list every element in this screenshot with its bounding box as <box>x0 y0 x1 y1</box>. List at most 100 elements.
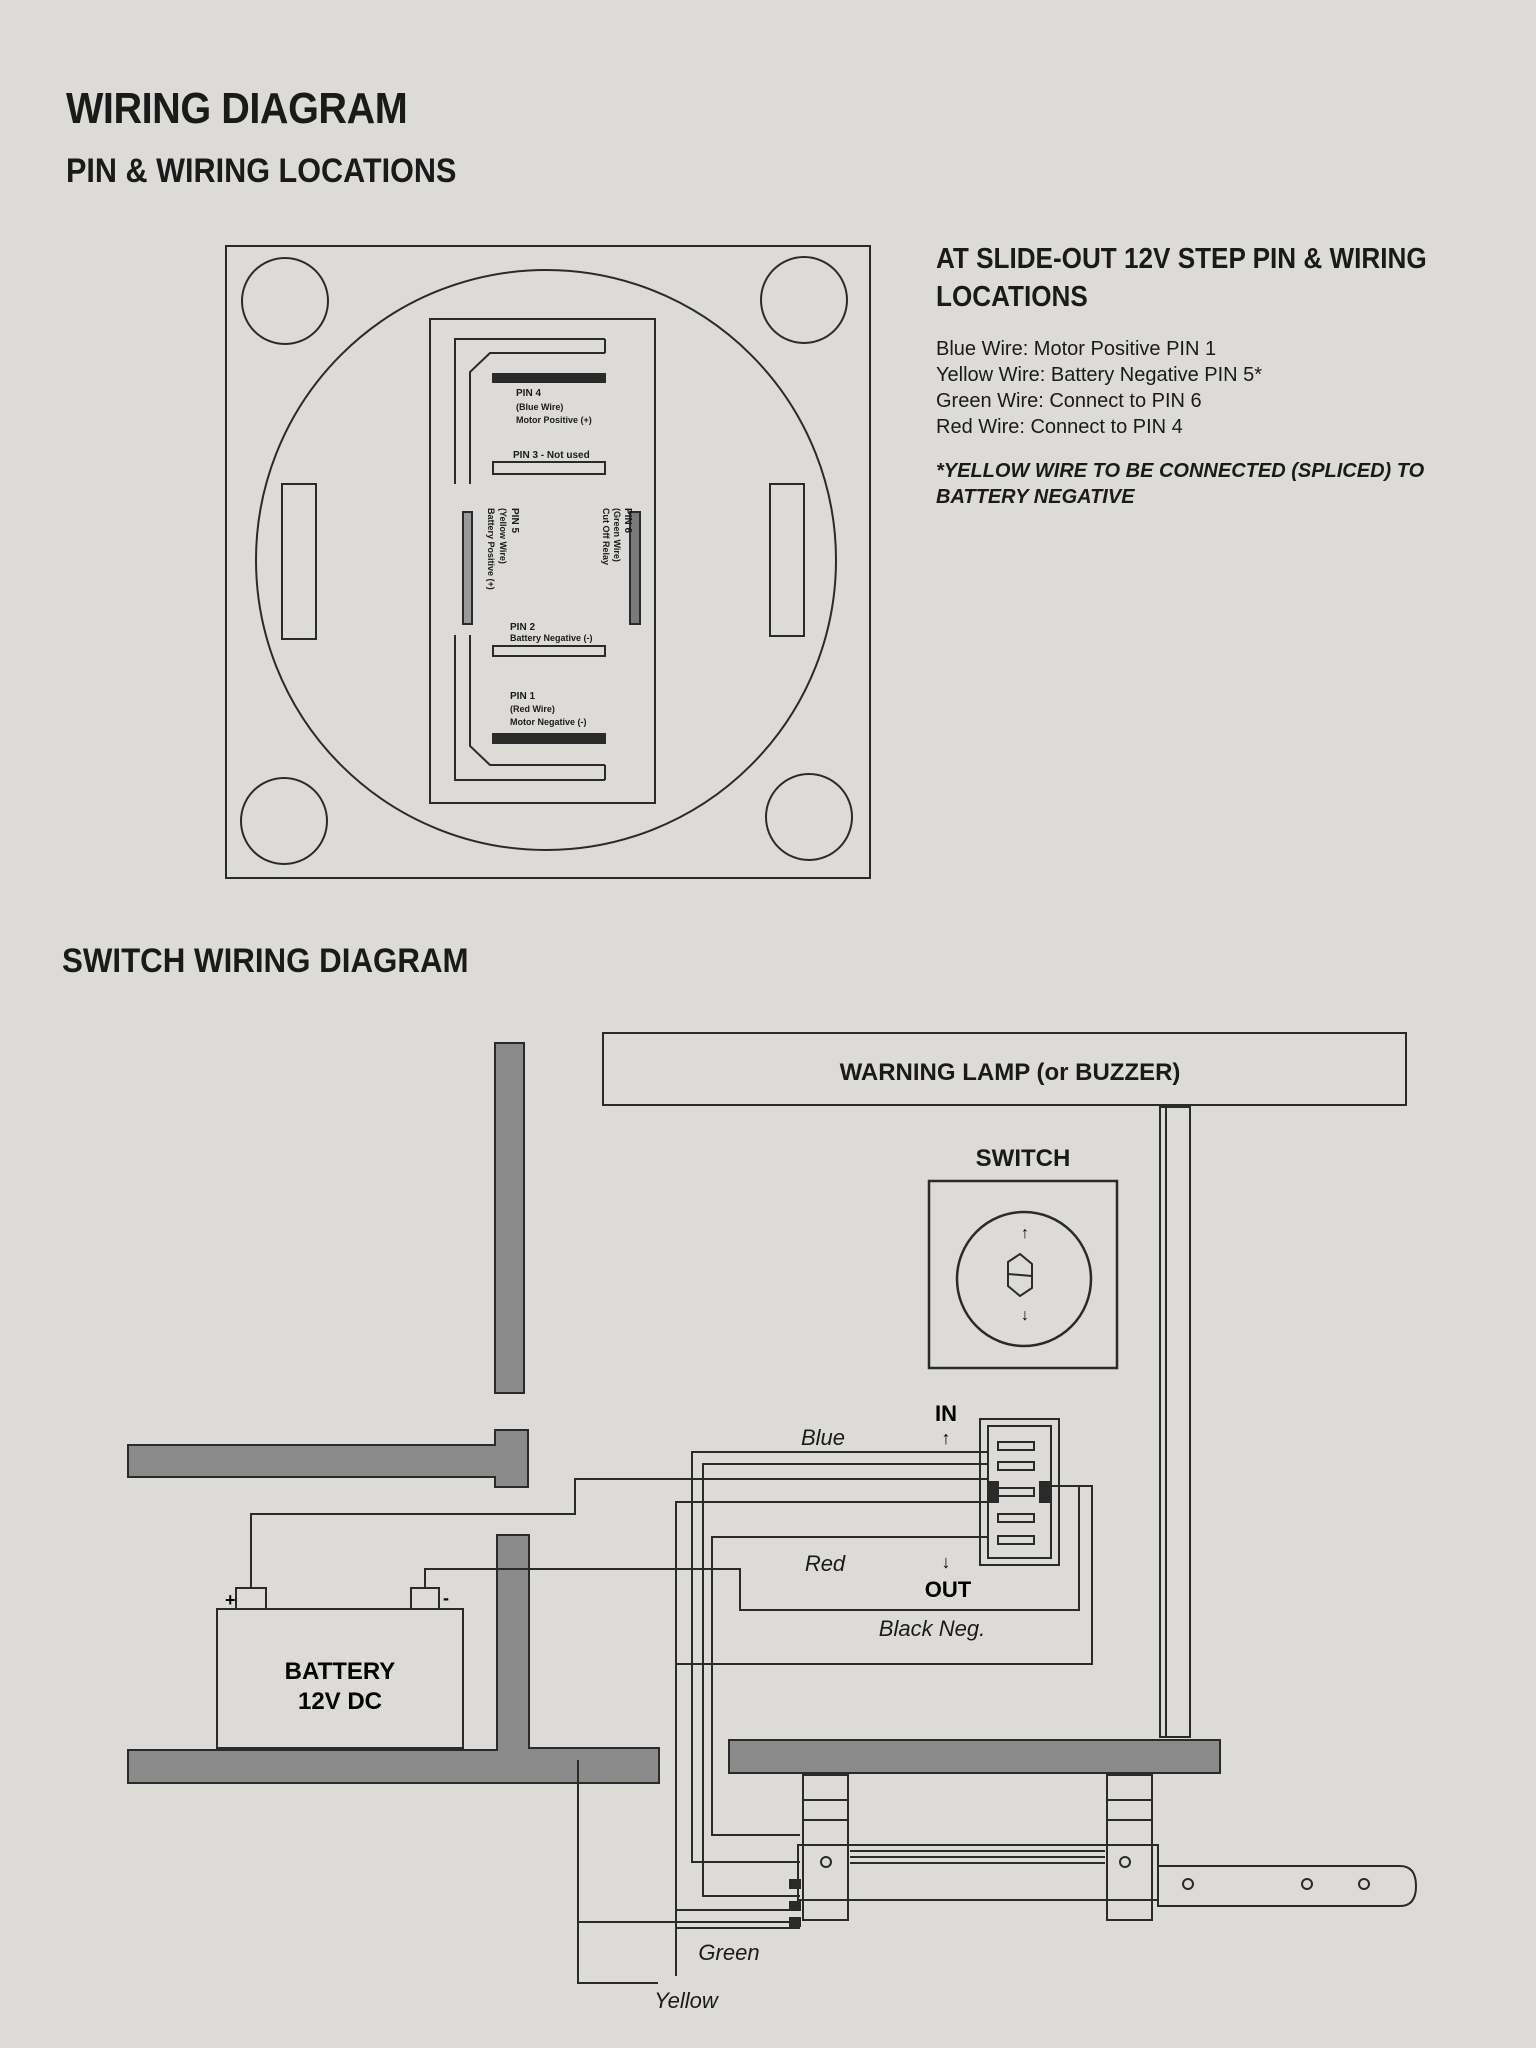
green-wire <box>675 1909 800 1976</box>
mount-hole-top-right <box>760 256 848 344</box>
wiring-info-note: *YELLOW WIRE TO BE CONNECTED (SPLICED) T… <box>936 460 1425 508</box>
step-circle <box>255 269 837 851</box>
floor-bar-left <box>127 1429 529 1488</box>
wiring-info-line: Blue Wire: Motor Positive PIN 1 <box>936 338 1217 360</box>
mount-hole-bottom-right <box>765 773 853 861</box>
pin5-contact <box>462 511 473 625</box>
battery-voltage: 12V DC <box>298 1688 382 1715</box>
yellow-wire <box>577 1921 800 1984</box>
pin4-title: PIN 4 <box>516 388 541 399</box>
bolt-icon <box>1358 1878 1370 1890</box>
pin5-desc: Battery Positive (+) <box>486 508 496 590</box>
side-slot-right <box>769 483 805 637</box>
pin5-label: PIN 5 (Yellow Wire) Battery Positive (+) <box>486 508 520 590</box>
terminal-tab-left <box>987 1481 999 1503</box>
switch-rocker-icon <box>1007 1252 1033 1298</box>
page-subtitle: PIN & WIRING LOCATIONS <box>66 152 457 190</box>
pin3-title: PIN 3 - Not used <box>513 450 590 461</box>
connector-housing <box>429 318 656 804</box>
lamp-post-outline <box>1159 1106 1191 1738</box>
bolt-icon <box>1182 1878 1194 1890</box>
battery-negative-terminal <box>410 1587 440 1610</box>
pin6-wire: (Green Wire) <box>612 508 622 562</box>
pin1-title: PIN 1 <box>510 691 535 702</box>
switch-section-title: SWITCH WIRING DIAGRAM <box>62 942 469 980</box>
pin2-desc: Battery Negative (-) <box>510 633 593 643</box>
bottom-left-guide <box>454 635 605 781</box>
terminal-1 <box>997 1441 1035 1451</box>
pin4-wire: (Blue Wire) <box>516 402 563 412</box>
side-slot-left <box>281 483 317 640</box>
pin4-desc: Motor Positive (+) <box>516 415 592 425</box>
warning-lamp-label: WARNING LAMP (or BUZZER) <box>840 1059 1181 1086</box>
blue-wire-return <box>702 1463 988 1897</box>
terminal-2 <box>997 1461 1035 1471</box>
panel-outline <box>225 245 871 879</box>
pin5-wire: (Yellow Wire) <box>498 508 508 564</box>
pin-panel <box>225 245 871 879</box>
terminal-4 <box>997 1513 1035 1523</box>
lamp-post <box>1159 1106 1191 1738</box>
wiring-info-panel: AT SLIDE-OUT 12V STEP PIN & WIRING LOCAT… <box>936 240 1496 510</box>
battery-minus-sign: - <box>443 1588 449 1608</box>
wire-labels: Blue Red Black Neg. Green Yellow <box>654 1425 985 2013</box>
switch: SWITCH ↑ ↓ <box>927 1145 1119 1370</box>
step-arm <box>1157 1865 1418 1907</box>
wiring-info-line: Yellow Wire: Battery Negative PIN 5* <box>936 364 1263 386</box>
connector-outline <box>979 1418 1060 1566</box>
pin6-contact <box>629 511 641 625</box>
wall-bar-upper <box>494 1042 525 1394</box>
bottom-inner-guide <box>469 635 605 766</box>
switch-plate <box>927 1179 1119 1370</box>
wiring-info-line: Green Wire: Connect to PIN 6 <box>936 390 1202 412</box>
red-wire <box>711 1536 988 1836</box>
pin1-wire: (Red Wire) <box>510 704 555 714</box>
wires <box>250 1451 1093 1984</box>
step-mechanism <box>789 1774 1418 1927</box>
red-wire-label: Red <box>805 1551 846 1576</box>
switch-dial <box>955 1210 1093 1348</box>
terminal-stub <box>789 1879 801 1889</box>
terminal-stub <box>789 1917 801 1927</box>
top-left-guide <box>454 338 605 484</box>
pin6-desc: Cut Off Relay <box>601 508 611 565</box>
mount-hole-top-left <box>241 257 329 345</box>
wiring-info-line: Red Wire: Connect to PIN 4 <box>936 416 1183 438</box>
blue-wire <box>691 1451 988 1863</box>
blue-wire-label: Blue <box>801 1425 845 1450</box>
bolt-icon <box>1119 1856 1131 1868</box>
switch-up-arrow: ↑ <box>1021 1225 1029 1242</box>
step-bracket-right <box>1106 1774 1153 1921</box>
step-bracket-left <box>802 1774 849 1921</box>
in-label: IN <box>935 1401 957 1426</box>
top-inner-guide <box>469 352 605 484</box>
black-neg-wire-label: Black Neg. <box>879 1616 985 1641</box>
page-title: WIRING DIAGRAM <box>66 84 408 133</box>
switch-rocker-line <box>1007 1273 1033 1277</box>
structure <box>127 1042 1221 1784</box>
pin5-title: PIN 5 <box>509 508 520 533</box>
battery-plus-sign: + <box>225 1590 236 1610</box>
out-arrow: ↓ <box>942 1552 951 1572</box>
pin2-contact <box>492 645 606 657</box>
wiring-info-list: Blue Wire: Motor Positive PIN 1 Yellow W… <box>936 336 1496 440</box>
battery-body <box>216 1608 464 1749</box>
slide-out-floor <box>728 1739 1221 1774</box>
bolt-icon <box>1301 1878 1313 1890</box>
bolt-icon <box>820 1856 832 1868</box>
terminal-connector <box>979 1418 1060 1566</box>
pin6-label: PIN 6 (Green Wire) Cut Off Relay <box>601 508 633 565</box>
battery-positive-terminal <box>235 1587 267 1610</box>
yellow-wire-label: Yellow <box>654 1988 720 2013</box>
battery: + - BATTERY 12V DC <box>216 1587 464 1749</box>
terminal-5 <box>997 1535 1035 1545</box>
pin1-contact <box>492 733 606 744</box>
out-label: OUT <box>925 1577 972 1602</box>
terminal-stub <box>789 1901 801 1911</box>
terminal-3 <box>997 1487 1035 1497</box>
pin6-title: PIN 6 <box>622 508 633 533</box>
pin-labels: PIN 4 (Blue Wire) Motor Positive (+) PIN… <box>486 388 633 727</box>
pin2-title: PIN 2 <box>510 622 535 633</box>
pin3-contact <box>492 461 606 475</box>
